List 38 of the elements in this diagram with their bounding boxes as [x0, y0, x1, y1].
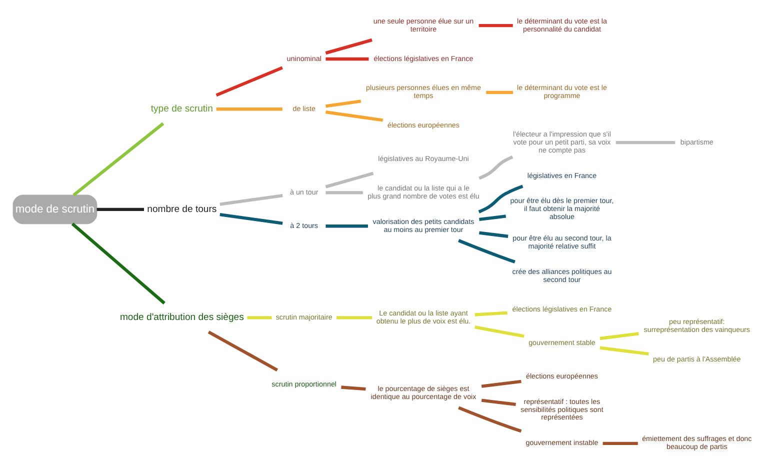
connector	[478, 214, 506, 222]
connector	[215, 66, 282, 97]
connector	[325, 191, 362, 194]
connector	[324, 38, 372, 55]
node-box: mode de scrutin	[12, 194, 97, 224]
connector	[478, 155, 513, 180]
connector	[474, 326, 524, 338]
node-text: nombre de tours	[146, 204, 216, 215]
connector	[599, 346, 648, 356]
node-text: type de scrutin	[150, 104, 212, 115]
connector	[478, 184, 523, 214]
connector	[70, 222, 165, 304]
connector	[599, 332, 638, 340]
connector	[602, 442, 638, 446]
connector	[615, 140, 675, 144]
connector	[336, 316, 372, 320]
connector	[486, 90, 512, 94]
connector	[216, 108, 282, 111]
connector	[324, 172, 374, 188]
connector	[246, 316, 272, 320]
connector	[458, 239, 515, 264]
connector	[219, 194, 282, 206]
connector	[324, 100, 361, 108]
connector	[325, 224, 368, 228]
node-text: mode d'attribution des sièges	[119, 312, 244, 324]
connector	[324, 110, 383, 122]
connector	[72, 122, 164, 196]
connector	[340, 386, 366, 391]
connector	[325, 57, 368, 61]
connector	[480, 380, 521, 388]
connector	[478, 231, 508, 238]
connector	[474, 311, 507, 316]
connector	[480, 398, 516, 406]
connector	[207, 330, 278, 372]
connector	[458, 406, 522, 433]
connector	[96, 208, 144, 212]
connector	[219, 213, 282, 225]
connector	[478, 24, 512, 28]
